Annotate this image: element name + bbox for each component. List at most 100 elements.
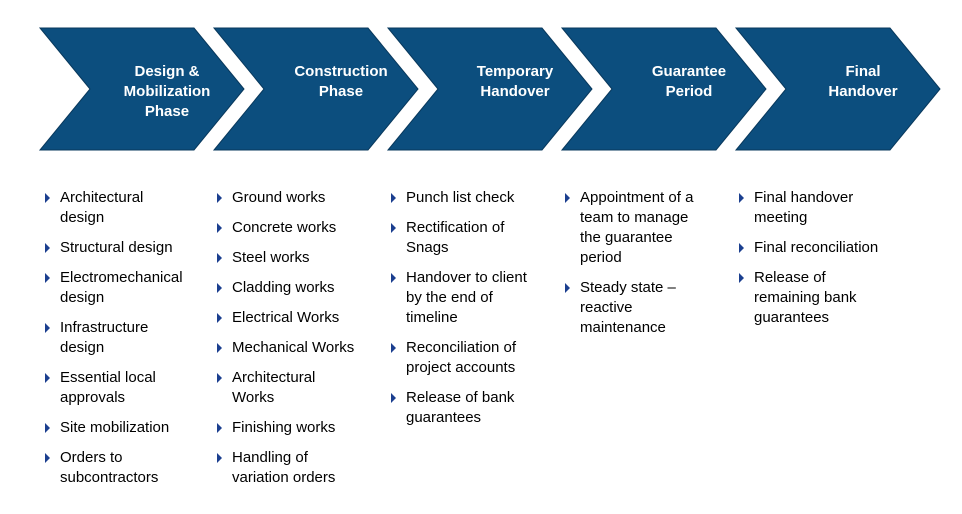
list-item: Mechanical Works (216, 338, 381, 358)
list-item-line: Release of bank (406, 389, 515, 406)
phase-title-line: Phase (318, 83, 364, 100)
phase-chevron (560, 27, 767, 151)
phase-title-line: Handover (828, 83, 898, 100)
list-item-line: Handover to client (406, 269, 527, 286)
list-item-line: Architectural (60, 189, 144, 206)
list-item-line: meeting (754, 209, 808, 226)
list-item: Reconciliation of project accounts (390, 338, 555, 378)
list-item-line: Architectural (232, 369, 316, 386)
phase-title-line: Final (845, 63, 881, 80)
phase-chevron (734, 27, 941, 151)
list-item: Final reconciliation (738, 238, 903, 258)
triangle-bullet-icon (217, 223, 222, 233)
list-item-line: Essential local (60, 369, 156, 386)
list-item-line: remaining bank (754, 289, 857, 306)
triangle-bullet-icon (391, 273, 396, 283)
phase-title-line: Construction (294, 63, 388, 80)
list-item-line: Reconciliation of (406, 339, 517, 356)
list-item-line: guarantees (406, 409, 482, 426)
process-chevrons (38, 27, 941, 151)
list-item: Structural design (44, 238, 209, 258)
list-item-line: design (60, 339, 105, 356)
list-item-text: Final reconciliation (754, 238, 878, 258)
list-item: Cladding works (216, 278, 381, 298)
list-item-text: Electromechanical design (60, 268, 183, 308)
list-item-line: design (60, 289, 105, 306)
list-item: Electromechanical design (44, 268, 209, 308)
triangle-bullet-icon (45, 243, 50, 253)
list-item-line: period (580, 249, 622, 266)
list-item: Site mobilization (44, 418, 209, 438)
list-item-text: Reconciliation of project accounts (406, 338, 516, 378)
triangle-bullet-icon (45, 273, 50, 283)
list-item-text: Ground works (232, 188, 325, 208)
triangle-bullet-icon (217, 253, 222, 263)
list-item-line: project accounts (406, 359, 516, 376)
triangle-bullet-icon (45, 373, 50, 383)
list-item-text: Punch list check (406, 188, 514, 208)
list-item-line: design (60, 209, 105, 226)
list-item: Infrastructure design (44, 318, 209, 358)
list-item-line: Finishing works (232, 419, 336, 436)
list-item-line: Final reconciliation (754, 239, 879, 256)
list-item-line: Ground works (232, 189, 326, 206)
list-item: Handling of variation orders (216, 448, 381, 488)
phase-title-line: Design & (134, 63, 200, 80)
list-item-line: the guarantee (580, 229, 673, 246)
list-item: Final handover meeting (738, 188, 903, 228)
triangle-bullet-icon (565, 193, 570, 203)
list-item-line: Cladding works (232, 279, 335, 296)
list-item: Electrical Works (216, 308, 381, 328)
list-item-line: Site mobilization (60, 419, 170, 436)
list-item-line: maintenance (580, 319, 666, 336)
triangle-bullet-icon (217, 373, 222, 383)
triangle-bullet-icon (739, 193, 744, 203)
list-item-line: variation orders (232, 469, 336, 486)
list-item-line: Handling of (232, 449, 308, 466)
phase-chevron (212, 27, 419, 151)
list-item-line: Final handover (754, 189, 854, 206)
list-item-line: Steel works (232, 249, 310, 266)
list-item-text: Mechanical Works (232, 338, 354, 358)
triangle-bullet-icon (391, 393, 396, 403)
list-item-text: Cladding works (232, 278, 335, 298)
list-item-line: Infrastructure (60, 319, 149, 336)
list-item-text: Release of bank guarantees (406, 388, 514, 428)
triangle-bullet-icon (217, 193, 222, 203)
list-item-line: Steady state – (580, 279, 676, 296)
triangle-bullet-icon (217, 283, 222, 293)
list-item: Concrete works (216, 218, 381, 238)
list-item-line: Electromechanical (60, 269, 183, 286)
list-item: Steel works (216, 248, 381, 268)
list-item-line: Orders to (60, 449, 123, 466)
list-item-line: Structural design (60, 239, 173, 256)
triangle-bullet-icon (739, 273, 744, 283)
list-item-line: Release of (754, 269, 826, 286)
triangle-bullet-icon (391, 193, 396, 203)
list-item-line: Snags (406, 239, 449, 256)
list-item: Ground works (216, 188, 381, 208)
list-item-text: Architectural design (60, 188, 143, 228)
triangle-bullet-icon (217, 343, 222, 353)
list-item-line: Mechanical Works (232, 339, 355, 356)
list-item-text: Infrastructure design (60, 318, 148, 358)
triangle-bullet-icon (45, 453, 50, 463)
